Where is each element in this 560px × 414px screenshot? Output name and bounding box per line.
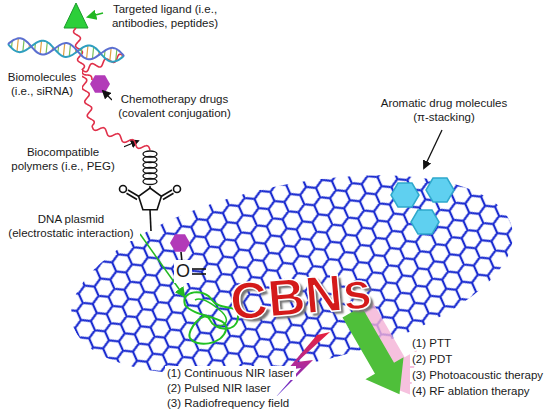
double-bond xyxy=(191,273,206,275)
polymer-chain xyxy=(82,70,92,80)
list-item: (1) PTT xyxy=(410,336,453,350)
helix-rung xyxy=(63,43,64,56)
peg-coil xyxy=(143,179,157,185)
double-bond xyxy=(191,268,206,270)
leader-arrow xyxy=(88,13,103,17)
aromatic-molecules xyxy=(391,178,454,234)
drug-hexagon xyxy=(90,75,110,92)
helix-rung xyxy=(23,40,24,52)
aromatic-hexagon xyxy=(426,178,454,202)
list-item: (1) Continuous NIR laser xyxy=(165,366,296,380)
ligand-triangle xyxy=(64,3,88,28)
helix-rung xyxy=(40,41,41,54)
helix-rung xyxy=(17,38,18,51)
helix-rung xyxy=(46,42,47,54)
helix-rung xyxy=(116,49,117,61)
leader-arrow xyxy=(103,91,112,100)
atom-label: O xyxy=(174,260,192,283)
helix-rung xyxy=(92,47,93,59)
list-item: (3) Radiofrequency field xyxy=(165,396,291,410)
helix-rung xyxy=(110,48,111,61)
callout-label: Targeted ligand (i.e., antibodies, pepti… xyxy=(105,2,225,31)
aromatic-hexagon xyxy=(411,210,439,234)
dna-plasmid xyxy=(195,299,226,326)
list-item: (2) PDT xyxy=(410,352,454,366)
helix-rung xyxy=(69,44,70,56)
list-item: (4) RF ablation therapy xyxy=(410,384,532,398)
dna-helix xyxy=(8,38,124,59)
aromatic-hexagon xyxy=(391,183,419,207)
drug-hexagon xyxy=(170,234,190,251)
callout-label: Aromatic drug molecules (π-stacking) xyxy=(378,96,510,125)
list-item: (2) Pulsed NIR laser xyxy=(165,381,273,395)
callout-label: Biomolecules (i.e., siRNA) xyxy=(2,70,82,99)
helix-rung xyxy=(87,45,88,58)
callout-label: DNA plasmid (electrostatic interaction) xyxy=(2,212,140,241)
laser-bolt xyxy=(275,332,330,398)
list-item: (3) Photoacoustic therapy xyxy=(410,368,545,382)
callout-label: Chemotherapy drugs (covalent conjugation… xyxy=(112,92,237,121)
callout-label: Biocompatible polymers (i.e., PEG) xyxy=(2,145,124,174)
leader-arrow xyxy=(424,130,442,168)
